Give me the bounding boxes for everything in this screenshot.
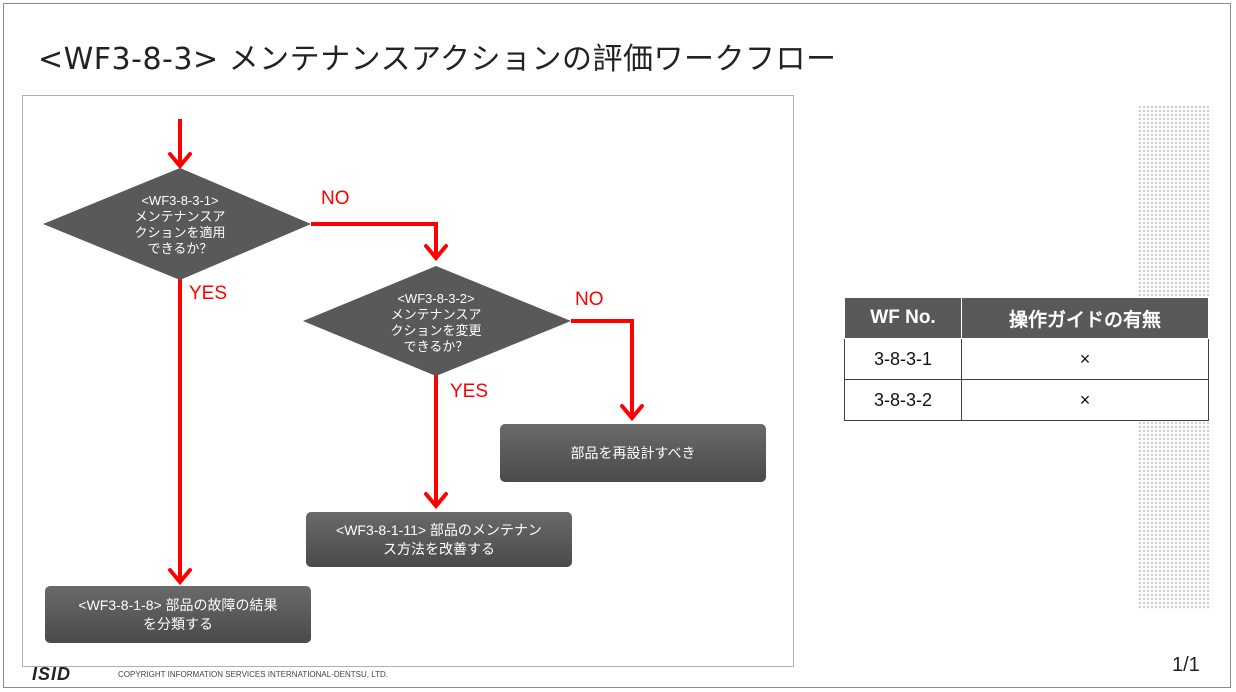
result-box-classify <box>45 586 311 643</box>
table-header-row: WF No. 操作ガイドの有無 <box>844 297 1209 339</box>
table-cell-guide: × <box>961 338 1209 380</box>
table-row: 3-8-3-1 × <box>844 338 1209 380</box>
arrow-no-1 <box>311 222 438 256</box>
page-number: 1/1 <box>1172 654 1200 676</box>
table-row: 3-8-3-2 × <box>844 379 1209 421</box>
result-box-redesign <box>500 424 766 482</box>
flowchart-panel: <WF3-8-3-1> メンテナンスア クションを適用 できるか？ <WF3-8… <box>22 95 794 667</box>
company-logo: ISID <box>32 664 72 684</box>
arrowhead-no-1 <box>424 244 448 262</box>
decision-2-text: <WF3-8-3-2> メンテナンスア クションを変更 できるか？ <box>390 291 482 354</box>
decision-diamond-1 <box>43 168 311 280</box>
edge-label-yes-1: YES <box>189 283 228 304</box>
copyright-text: COPYRIGHT INFORMATION SERVICES INTERNATI… <box>118 670 388 679</box>
flowchart-canvas <box>43 119 766 643</box>
result-classify-text: <WF3-8-1-8> 部品の故障の結果 を分類する <box>78 596 278 632</box>
arrowhead-yes-1 <box>168 568 192 586</box>
table-header-wf-no: WF No. <box>844 297 962 339</box>
result-improve-text: <WF3-8-1-11> 部品のメンテナン ス方法を改善する <box>336 521 542 557</box>
result-redesign-text: 部品を再設計すべき <box>570 444 696 461</box>
result-box-improve <box>306 512 572 567</box>
arrowhead-yes-2 <box>424 492 448 510</box>
edge-label-yes-2: YES <box>450 381 489 402</box>
edge-label-no-1: NO <box>321 188 350 209</box>
decision-1-text: <WF3-8-3-1> メンテナンスア クションを適用 できるか？ <box>134 193 226 256</box>
arrow-no-2 <box>571 319 634 416</box>
table-cell-wf-no: 3-8-3-2 <box>844 379 962 421</box>
edge-label-no-2: NO <box>575 289 604 310</box>
slide-title: <WF3-8-3> メンテナンスアクションの評価ワークフロー <box>38 42 837 77</box>
arrowhead-entry <box>168 152 192 170</box>
table-header-guide: 操作ガイドの有無 <box>961 297 1209 339</box>
table-cell-guide: × <box>961 379 1209 421</box>
decision-diamond-2 <box>303 266 571 376</box>
slide-frame <box>3 3 1231 688</box>
workflow-guide-table: WF No. 操作ガイドの有無 3-8-3-1 × 3-8-3-2 × <box>844 297 1209 421</box>
table-cell-wf-no: 3-8-3-1 <box>844 338 962 380</box>
arrowhead-no-2 <box>620 404 644 422</box>
